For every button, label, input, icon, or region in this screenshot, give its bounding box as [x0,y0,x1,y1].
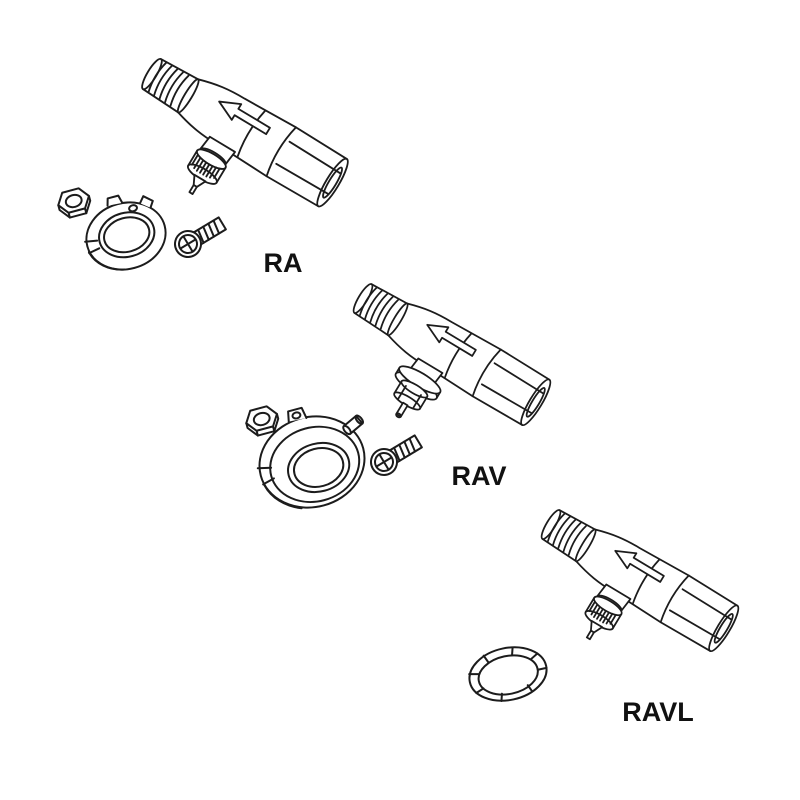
valve-label-rav: RAV [451,461,506,491]
valve-assembly-ra: RA [54,46,354,280]
rav-screw [365,429,426,481]
ra-screw [169,211,230,263]
valve-label-ra: RA [264,248,303,278]
valve-label-ravl: RAVL [622,697,694,727]
ra-hex-nut [54,185,95,221]
rav-pin [340,413,366,437]
ravl-snap-ring [463,639,553,709]
valve-assembly-rav: RAV [242,271,556,521]
valve-assembly-ravl: RAVL [463,497,744,727]
